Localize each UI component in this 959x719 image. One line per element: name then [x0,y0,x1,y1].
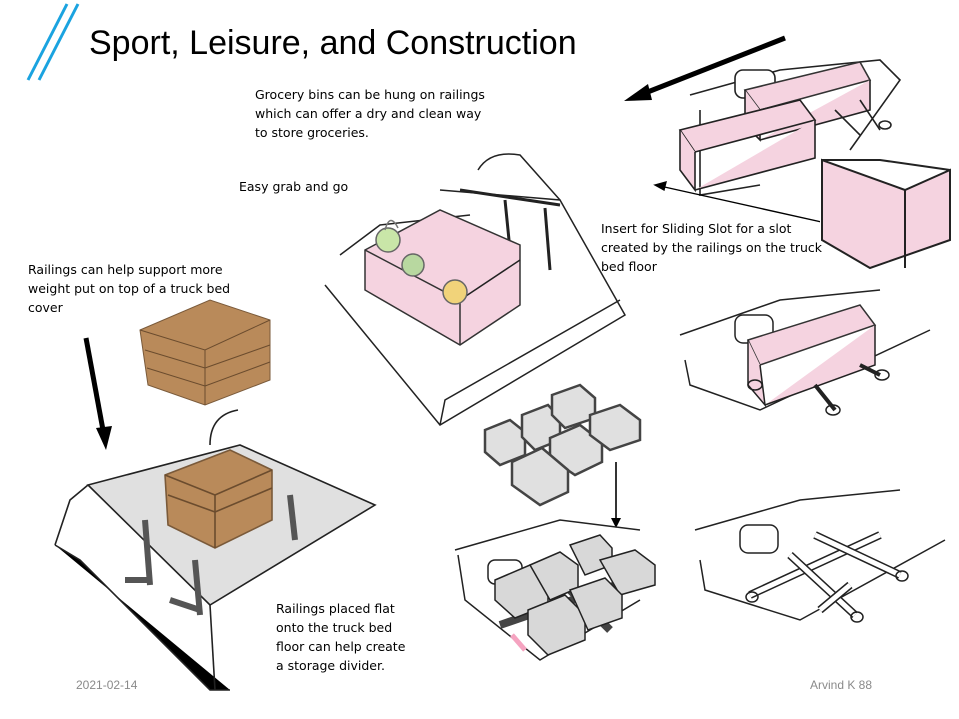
divider-rails-sketch [454,519,656,661]
accent-lines [26,3,80,81]
arrow-down-left [83,337,112,450]
footer-author-page: Arvind K 88 [810,678,873,692]
zoom-bin-detail [820,156,955,271]
note-support-weight: Railings can help support more weight pu… [28,262,231,315]
top-right-bins-sketch [678,59,902,196]
arrow-left-top [624,35,786,101]
note-storage-divider: Railings placed flat onto the truck bed … [276,601,406,673]
footer-date: 2021-02-14 [76,678,138,692]
right-middle-bin-sketch [679,289,931,416]
slide-title: Sport, Leisure, and Construction [89,24,577,62]
arrow-down-center [611,462,621,528]
wooden-crate-image [139,299,271,406]
pointer-line-insert [653,181,836,226]
note-easy-grab: Easy grab and go [239,179,349,194]
note-sliding-slot: Insert for Sliding Slot for a slot creat… [601,221,823,274]
truck-bed-cover-sketch [54,409,377,691]
bins-divider-sketch [483,383,642,507]
bare-railings-sketch [694,489,946,623]
center-grocery-bin-sketch [324,153,627,426]
note-grocery-bins: Grocery bins can be hung on railings whi… [255,87,485,140]
